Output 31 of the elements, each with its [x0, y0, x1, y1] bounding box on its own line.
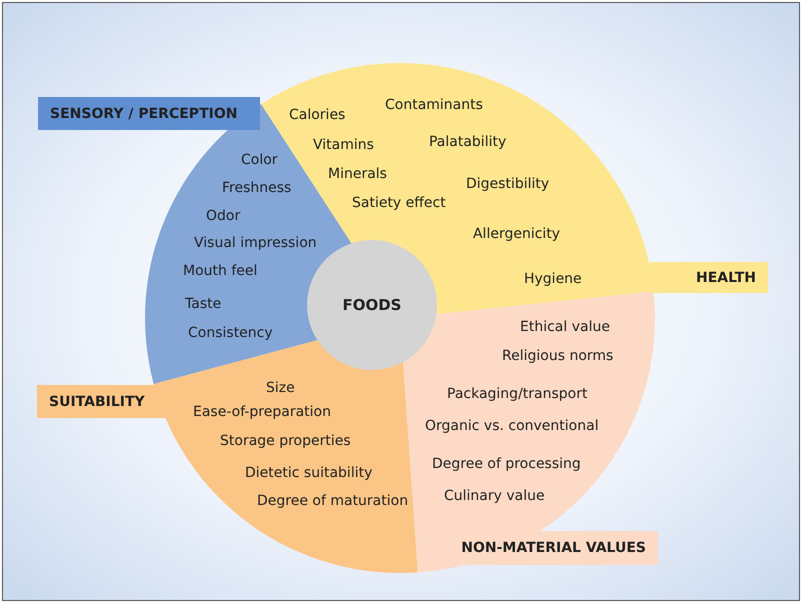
factor-label: Packaging/transport [447, 386, 588, 402]
factor-label: Contaminants [384, 97, 483, 113]
factor-label: Allergenicity [472, 226, 560, 242]
factor-label: Organic vs. conventional [425, 418, 599, 434]
category-heading: SUITABILITY [37, 385, 167, 418]
factor-label: Storage properties [220, 433, 351, 449]
factor-label: Satiety effect [352, 195, 446, 211]
factor-label: Calories [288, 107, 346, 123]
factor-label: Palatability [428, 134, 506, 150]
factor-label: Hygiene [524, 271, 582, 287]
factor-label: Visual impression [194, 235, 317, 251]
factor-label: Culinary value [444, 488, 545, 504]
factor-label: Religious norms [502, 348, 614, 364]
factor-label: Ease-of-preparation [193, 404, 331, 420]
category-heading: SENSORY / PERCEPTION [38, 97, 260, 130]
center-label: FOODS [342, 296, 402, 314]
factor-label: Digestibility [466, 176, 550, 192]
category-heading: HEALTH [650, 262, 768, 293]
factor-label: Odor [206, 208, 240, 224]
factor-label: Degree of maturation [257, 493, 408, 509]
factor-label: Vitamins [312, 137, 374, 153]
factor-label: Dietetic suitability [245, 465, 372, 481]
factor-label: Freshness [222, 180, 292, 196]
factor-label: Minerals [328, 166, 387, 182]
factor-label: Ethical value [520, 318, 610, 335]
factor-label: Size [266, 380, 295, 396]
factor-label: Consistency [188, 325, 273, 341]
factor-label: Taste [185, 296, 222, 312]
factor-label: Color [241, 152, 278, 168]
factor-label: Mouth feel [183, 263, 258, 279]
factor-label: Degree of processing [432, 456, 581, 472]
